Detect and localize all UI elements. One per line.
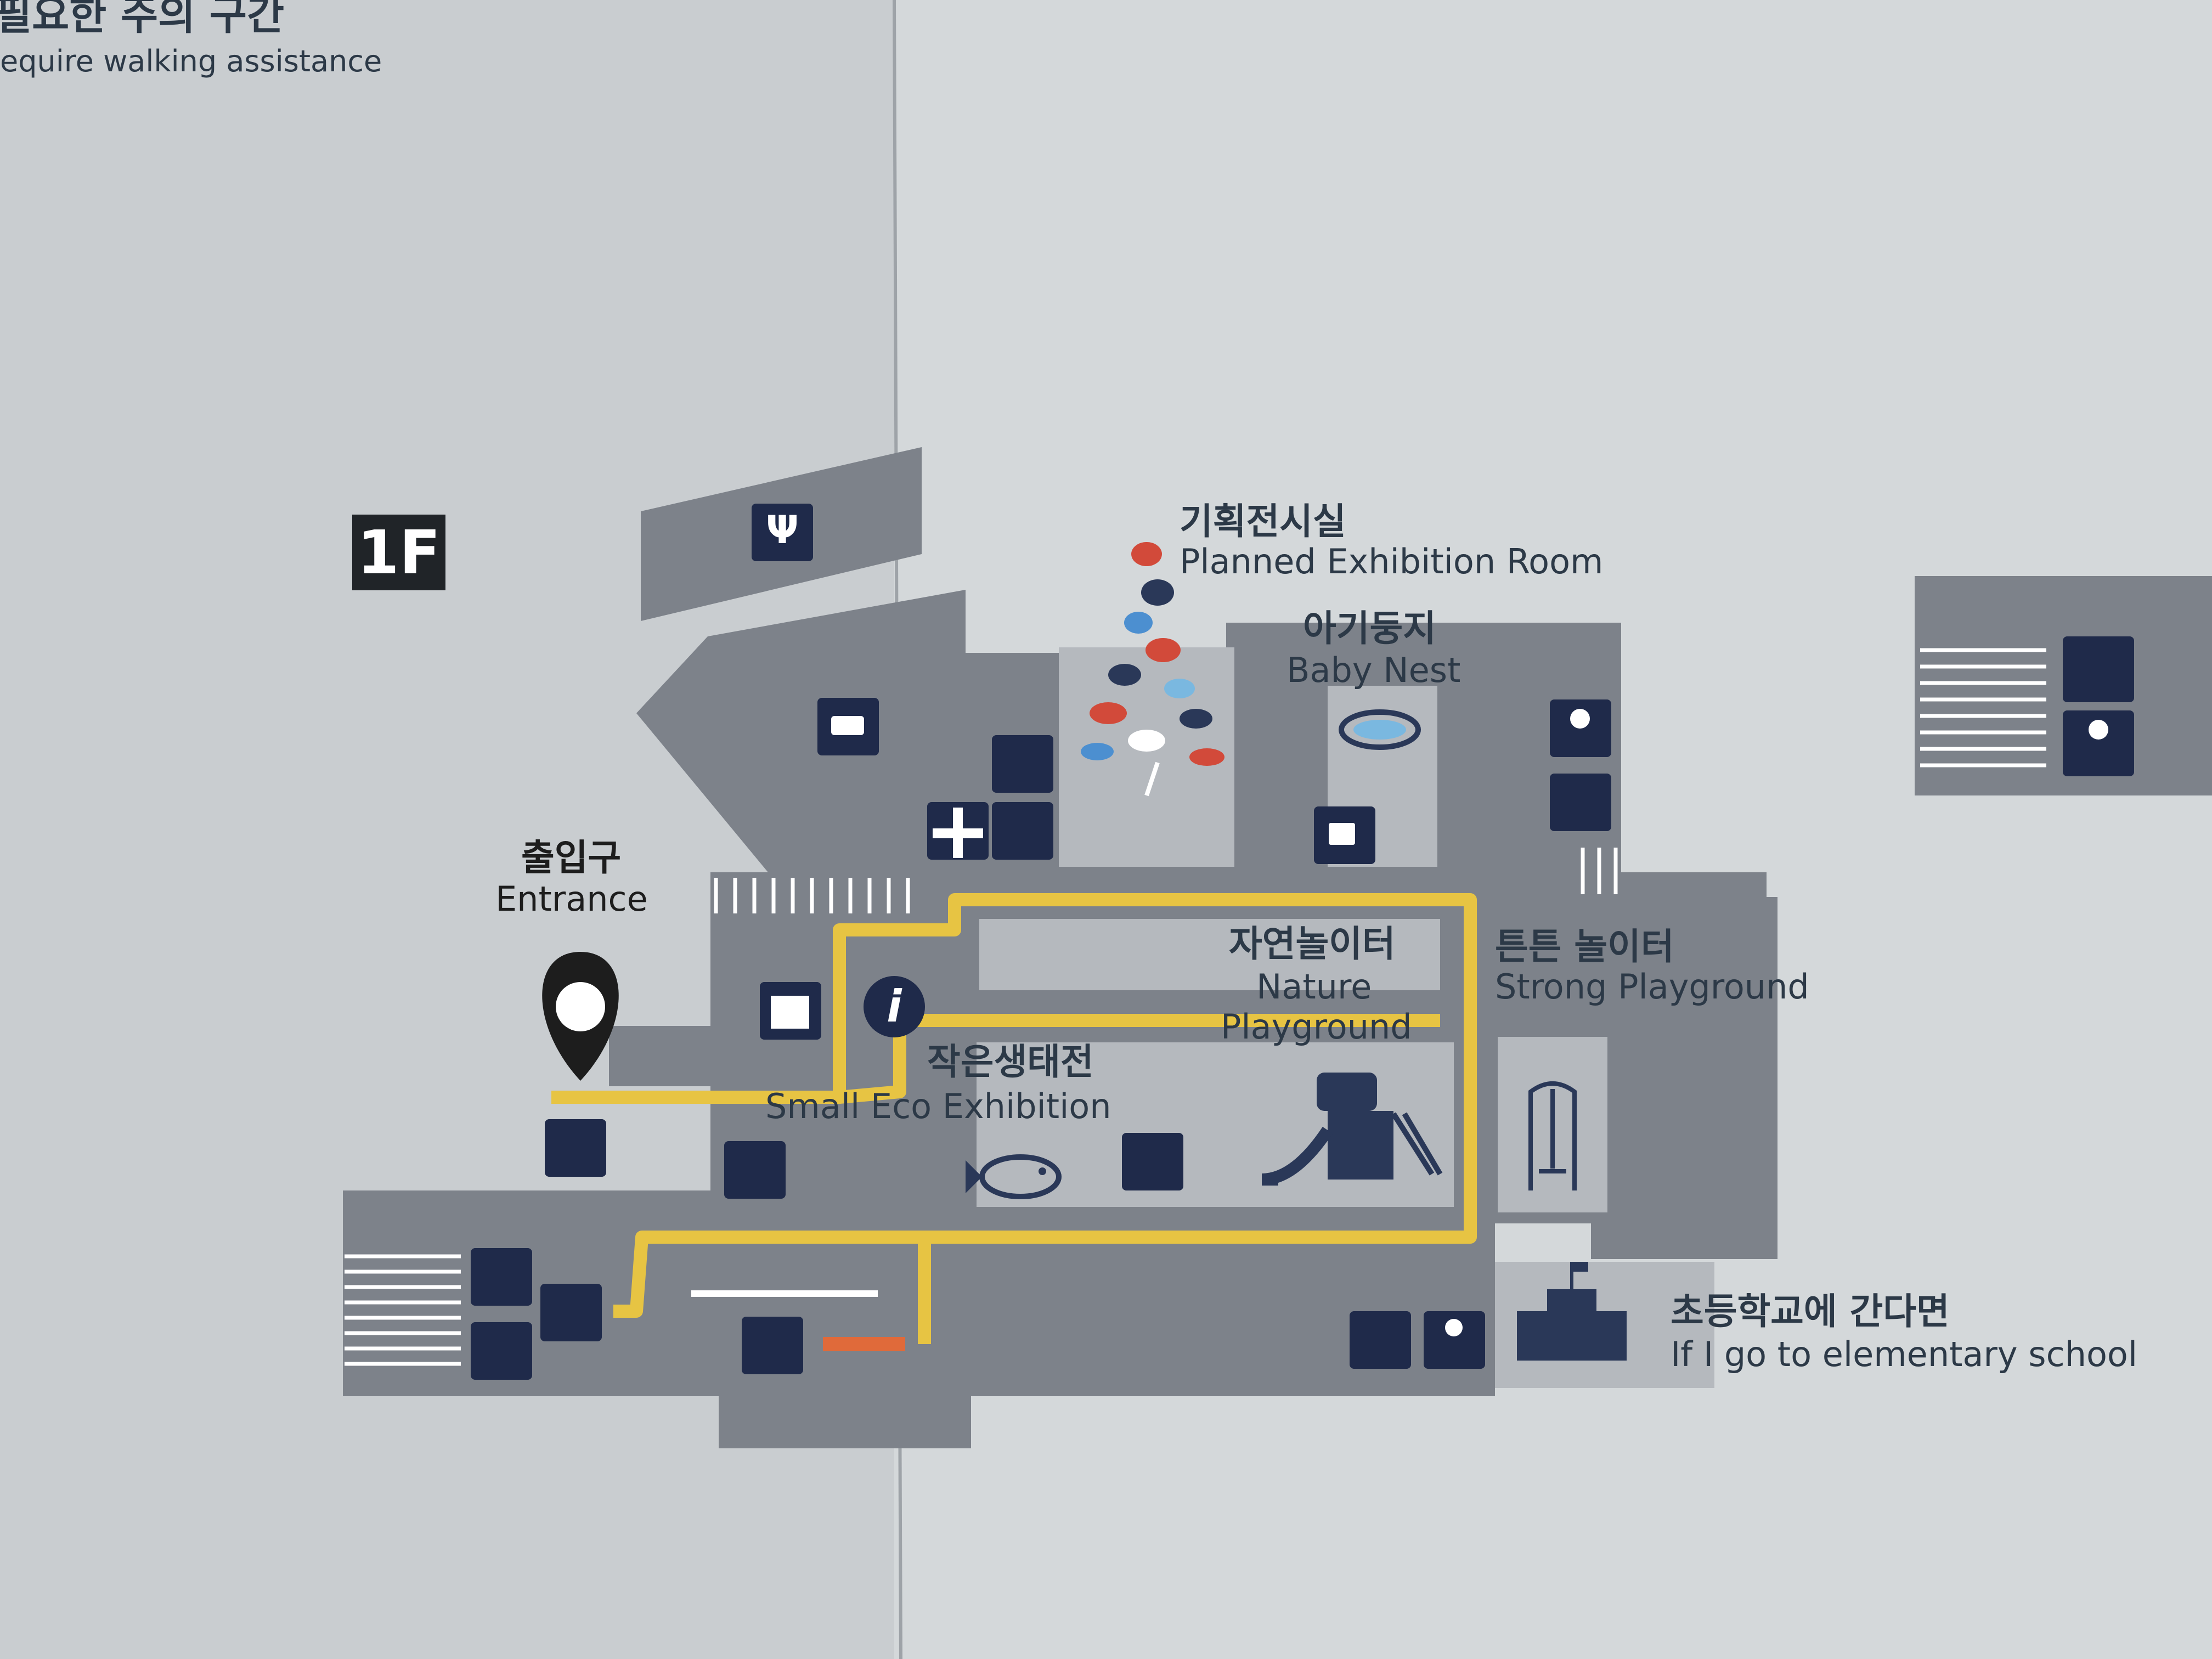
entrance-label-english: Entrance: [495, 879, 648, 919]
wheelchair-icon: [742, 1317, 803, 1374]
accessible-elevator-icon: [992, 735, 1053, 793]
restroom-icon: [471, 1248, 532, 1306]
stairs-left: [345, 1254, 461, 1366]
nature-playground-label-korean: 자연놀이터: [1229, 923, 1396, 965]
ticket-icon: [724, 1141, 786, 1199]
nature-playground-label-english-2: Playground: [1221, 1007, 1412, 1047]
stairs: [345, 648, 2046, 1366]
handwashing-icon: [1122, 1133, 1183, 1190]
accessible-route: [551, 893, 1477, 1344]
fish-icon: [966, 1154, 1062, 1199]
entrance-label-korean: 출입구: [521, 837, 622, 879]
baby-changing-icon: [2063, 710, 2134, 776]
elevator-icon: [540, 1284, 602, 1341]
baby-nest-illustration: [1339, 709, 1421, 750]
slide-icon: [1261, 1073, 1443, 1186]
restroom-icon: [2063, 636, 2134, 702]
planned-exhibition-label-english: Planned Exhibition Room: [1180, 541, 1604, 582]
swing-icon: [1528, 1081, 1577, 1190]
svg-text:Ψ: Ψ: [766, 507, 798, 552]
information-icon: [864, 976, 925, 1037]
school-label-english: If I go to elementary school: [1671, 1334, 2138, 1374]
accessible-restroom-icon: [1350, 1311, 1411, 1369]
baby-nest-label-korean: 아기둥지: [1303, 607, 1436, 650]
baby-changing-icon: [1424, 1311, 1485, 1369]
stairs-strong: [1581, 848, 1618, 894]
svg-text:i: i: [887, 981, 902, 1032]
restaurant-icon: [752, 504, 813, 561]
planned-exhibition-sculpture: [1081, 542, 1224, 797]
legend-header-english: equire walking assistance: [0, 44, 382, 78]
icon-glyphs: i Ψ: [766, 507, 2108, 1336]
braille-map-icon: [545, 1119, 606, 1177]
floor-badge: 1F: [352, 515, 445, 590]
accessible-restroom-icon: [1550, 774, 1611, 831]
location-pin-icon: [542, 952, 619, 1081]
strong-playground-label-english: Strong Playground: [1495, 967, 1809, 1007]
baby-nest-label-english: Baby Nest: [1286, 650, 1461, 690]
stairs-top: [714, 878, 910, 913]
nature-playground-label-english-1: Nature: [1256, 967, 1372, 1007]
nursing-room-icon: [471, 1322, 532, 1380]
legend-header-korean: 필요한 주의 구간: [0, 0, 285, 39]
small-eco-label-korean: 작은생태전: [927, 1041, 1094, 1083]
nature-playground-room: [979, 919, 1440, 990]
stairs-right: [1920, 648, 2046, 768]
school-icon: [1517, 1262, 1627, 1361]
strong-playground-label-korean: 튼튼 놀이터: [1495, 926, 1674, 968]
stroller-rental-icon: [992, 802, 1053, 860]
planned-exhibition-label-korean: 기획전시실: [1180, 500, 1346, 543]
small-eco-label-english: Small Eco Exhibition: [765, 1086, 1111, 1126]
school-label-korean: 초등학교에 간다면: [1671, 1290, 1950, 1333]
